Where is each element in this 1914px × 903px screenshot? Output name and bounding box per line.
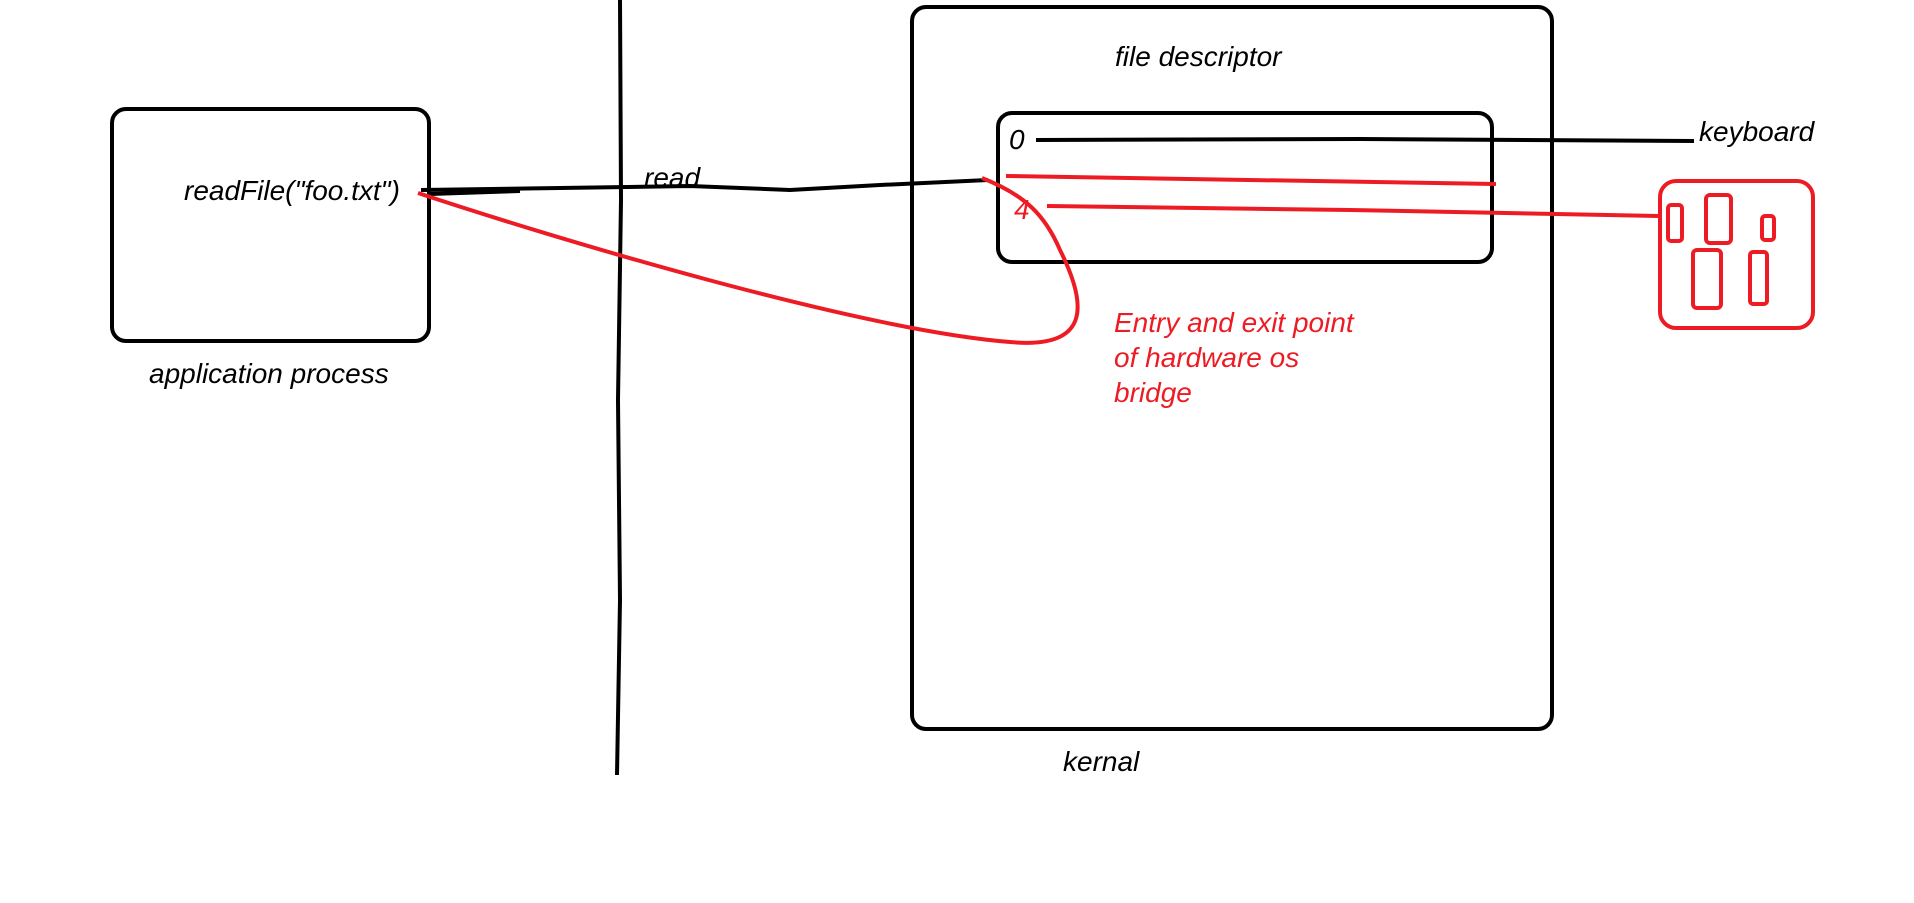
read-label: read	[644, 162, 701, 193]
read-call-line	[420, 178, 989, 193]
fd-red-entry-line	[1005, 174, 1497, 186]
entry-exit-curve	[417, 176, 1080, 345]
kernel-box	[910, 5, 1554, 731]
fd-four-label: 4	[1014, 194, 1030, 225]
file-descriptor-label: file descriptor	[1115, 41, 1282, 72]
fd0-keyboard-line	[1035, 136, 1695, 143]
keyboard-label: keyboard	[1699, 116, 1815, 147]
file-descriptor-table	[996, 111, 1494, 264]
read-call-line-overdraw	[429, 189, 521, 196]
annotation-line-1: Entry and exit point	[1114, 307, 1354, 338]
hardware-device-icon	[1658, 179, 1815, 330]
application-process-box	[110, 107, 431, 343]
fd-zero-label: 0	[1009, 124, 1025, 155]
application-process-label: application process	[149, 358, 389, 389]
annotation-line-3: bridge	[1114, 377, 1192, 408]
annotation-line-2: of hardware os	[1114, 342, 1300, 373]
user-kernel-boundary-line	[615, 0, 624, 776]
fd4-hardware-line	[1046, 204, 1661, 218]
read-file-call-label: readFile("foo.txt")	[184, 175, 400, 206]
kernel-label: kernal	[1063, 746, 1140, 777]
